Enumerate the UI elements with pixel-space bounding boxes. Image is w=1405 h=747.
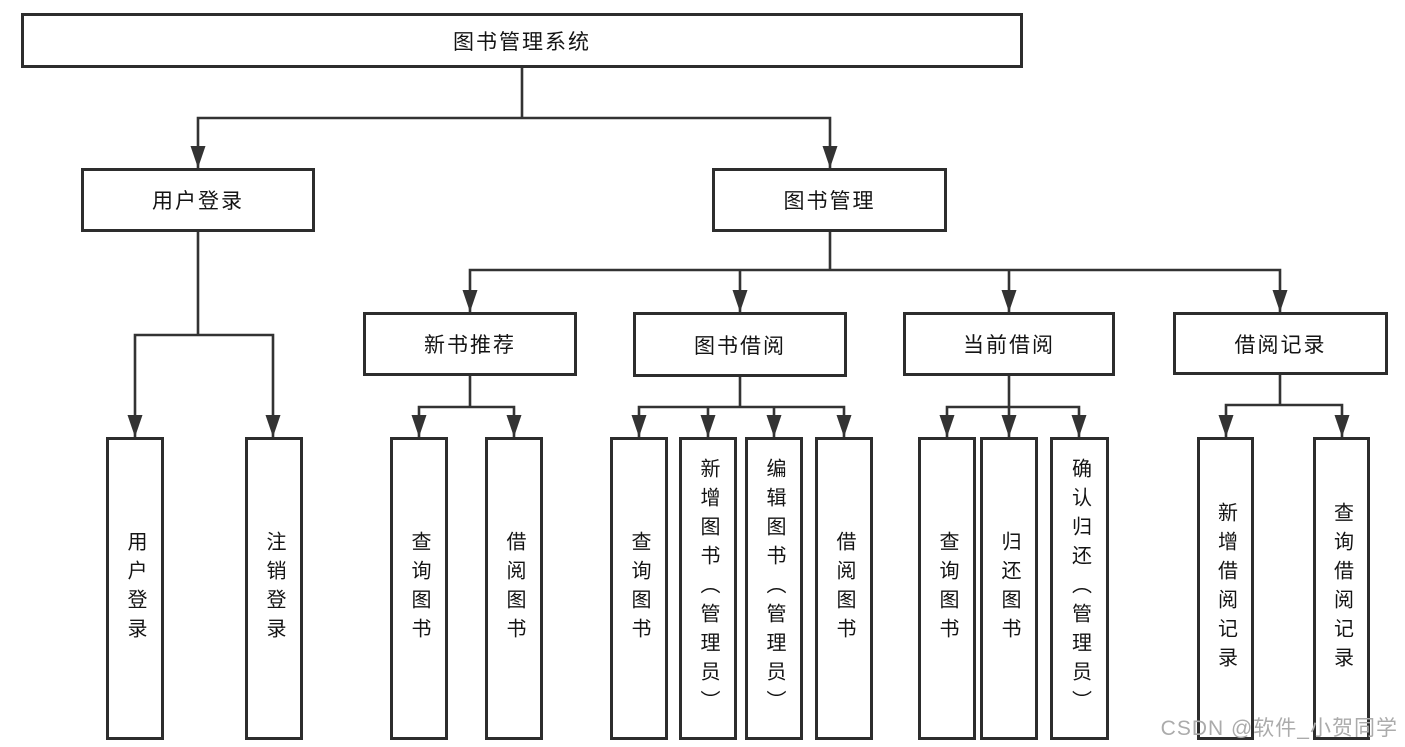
arrow-down-icon	[1272, 290, 1288, 312]
node-label: 借阅图书	[503, 530, 525, 647]
node-borrow-book-leaf: 借阅图书	[815, 437, 873, 740]
arrow-down-icon	[265, 415, 281, 437]
arrow-down-icon	[939, 415, 955, 437]
arrow-down-icon	[411, 415, 427, 437]
tree-edges	[133, 66, 1344, 439]
arrow-down-icon	[1334, 415, 1350, 437]
node-label: 查询图书	[936, 530, 958, 647]
node-label: 借阅记录	[1234, 333, 1327, 357]
node-label: 用户登录	[124, 530, 146, 647]
arrow-down-icon	[836, 415, 852, 437]
arrow-down-icon	[822, 146, 838, 168]
node-book-management: 图书管理	[712, 168, 947, 232]
node-label: 用户登录	[152, 190, 244, 213]
node-query-borrow-record-leaf: 查询借阅记录	[1313, 437, 1370, 740]
node-borrow-book-leaf: 借阅图书	[485, 437, 543, 740]
node-book-borrow: 图书借阅	[633, 312, 847, 377]
node-query-book-leaf: 查询图书	[918, 437, 976, 740]
node-user-login-leaf: 用户登录	[106, 437, 164, 740]
node-label: 确认归还（管理员）	[1068, 458, 1091, 719]
node-label: 图书管理系统	[453, 30, 591, 54]
node-edit-book-admin-leaf: 编辑图书（管理员）	[745, 437, 803, 740]
arrow-down-icon	[732, 290, 748, 312]
arrow-down-icon	[1071, 415, 1087, 437]
node-label: 查询图书	[408, 530, 430, 647]
node-label: 图书借阅	[694, 334, 786, 358]
arrow-down-icon	[506, 415, 522, 437]
arrow-down-icon	[1218, 415, 1234, 437]
node-label: 借阅图书	[833, 530, 855, 647]
node-label: 查询图书	[628, 530, 650, 647]
arrow-down-icon	[700, 415, 716, 437]
node-query-book-leaf: 查询图书	[390, 437, 448, 740]
node-label: 编辑图书（管理员）	[763, 458, 785, 719]
arrowheads	[127, 146, 1350, 437]
node-label: 新增借阅记录	[1214, 501, 1237, 676]
node-confirm-return-admin-leaf: 确认归还（管理员）	[1050, 437, 1109, 740]
arrow-down-icon	[127, 415, 143, 437]
node-add-book-admin-leaf: 新增图书（管理员）	[679, 437, 737, 740]
node-borrow-records: 借阅记录	[1173, 312, 1388, 375]
node-label: 新增图书（管理员）	[697, 458, 719, 719]
arrow-down-icon	[631, 415, 647, 437]
node-label: 查询借阅记录	[1330, 501, 1353, 676]
node-label: 归还图书	[998, 530, 1020, 647]
node-new-book-recommend: 新书推荐	[363, 312, 577, 376]
arrow-down-icon	[766, 415, 782, 437]
node-label: 新书推荐	[424, 334, 516, 357]
arrow-down-icon	[190, 146, 206, 168]
node-add-borrow-record-leaf: 新增借阅记录	[1197, 437, 1254, 740]
node-root: 图书管理系统	[21, 13, 1023, 68]
node-current-borrow: 当前借阅	[903, 312, 1115, 376]
arrow-down-icon	[462, 290, 478, 312]
arrow-down-icon	[1001, 415, 1017, 437]
node-logout-leaf: 注销登录	[245, 437, 303, 740]
node-label: 注销登录	[263, 530, 285, 647]
node-label: 图书管理	[783, 190, 876, 213]
arrow-down-icon	[1001, 290, 1017, 312]
node-query-book-leaf: 查询图书	[610, 437, 668, 740]
node-return-book-leaf: 归还图书	[980, 437, 1038, 740]
node-label: 当前借阅	[963, 334, 1055, 357]
csdn-watermark: CSDN @软件_小贺同学	[1160, 717, 1398, 740]
node-user-login-branch: 用户登录	[81, 168, 315, 232]
